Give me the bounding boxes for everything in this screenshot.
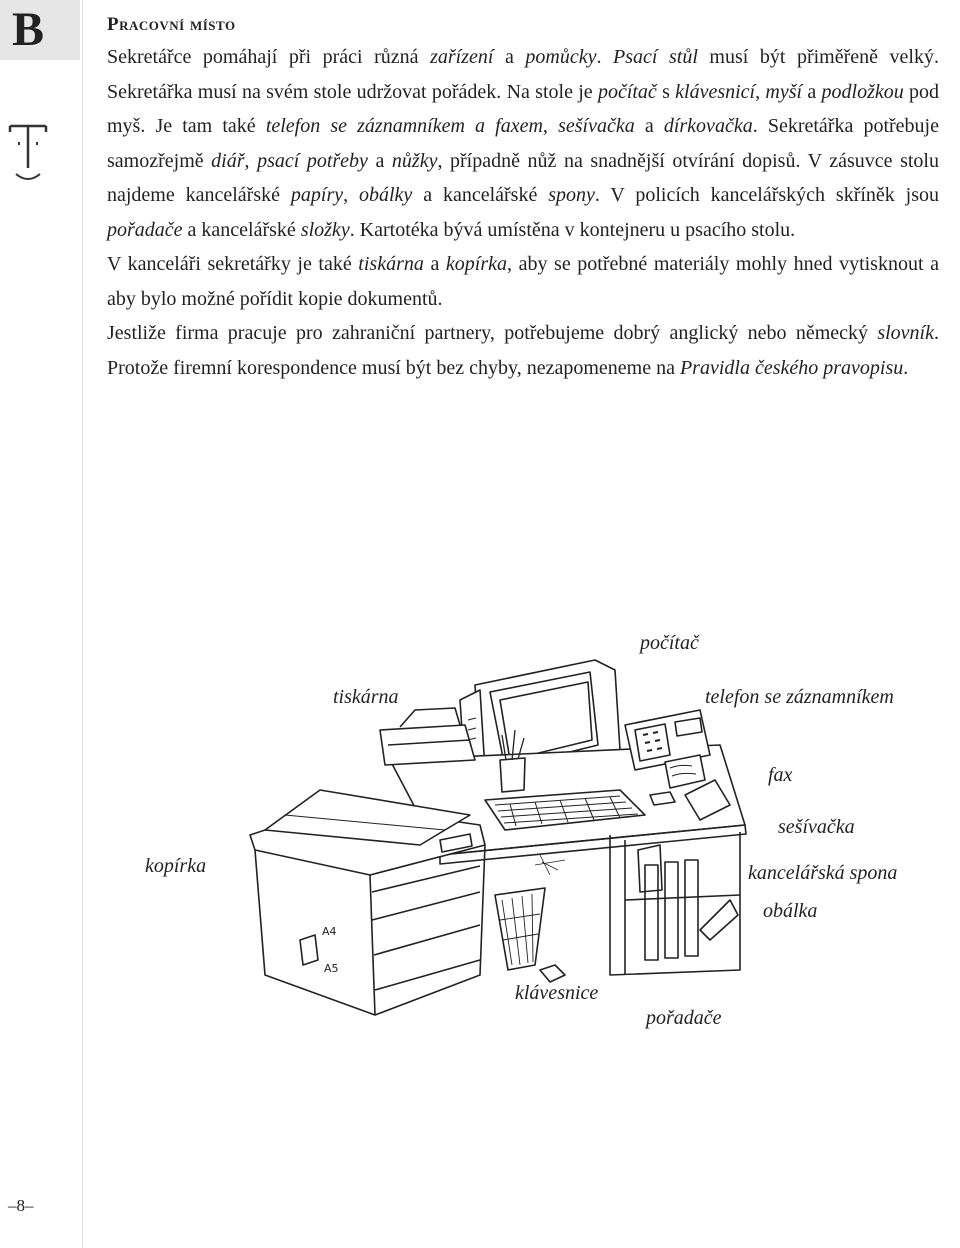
- text-run: .: [903, 356, 909, 379]
- emphasized-term: papíry: [290, 184, 344, 206]
- text-run: Jestliže firma pracuje pro zahraniční pa…: [107, 322, 878, 344]
- text-run: , případně nůž na snadnější otvírání dop…: [107, 149, 939, 207]
- emphasized-term: pořadače: [107, 218, 183, 241]
- text-run: . V policích kancelářských skříněk jsou: [594, 184, 940, 206]
- paragraph-1: Sekretářce pomáhají při práci různá zaří…: [107, 40, 939, 247]
- text-run: a kancelářské: [412, 184, 549, 206]
- text-run: ,: [244, 149, 258, 172]
- emphasized-term: tiskárna: [358, 253, 424, 275]
- text-section-icon: [8, 124, 48, 180]
- emphasized-term: podložkou: [821, 80, 904, 103]
- emphasized-term: počítač: [597, 80, 657, 103]
- label-kopirka: kopírka: [145, 855, 207, 877]
- text-run: ,: [542, 115, 559, 137]
- label-poradace: pořadače: [646, 1007, 722, 1029]
- text-run: . Kartotéka bývá umístěna v kontejneru u…: [349, 218, 796, 241]
- wastebasket-drawing: [494, 887, 566, 983]
- emphasized-term: spony: [548, 184, 595, 206]
- text-run: musí být přiměřeně velký. Sekretářka mus…: [107, 46, 939, 103]
- text-run: a kancelářské: [182, 218, 301, 241]
- text-run: ,: [755, 80, 766, 103]
- emphasized-term: pomůcky: [525, 46, 597, 68]
- emphasized-term: psací potřeby: [257, 149, 368, 172]
- text-run: a: [634, 115, 664, 137]
- emphasized-term: kopírka: [445, 253, 507, 275]
- label-tiskarna: tiskárna: [333, 686, 399, 708]
- keyboard-drawing: [484, 789, 646, 831]
- section-heading: Pracovní místo: [107, 14, 236, 35]
- emphasized-term: diář: [211, 149, 245, 172]
- copier-tray-a4: A4: [322, 925, 337, 938]
- emphasized-term: nůžky: [391, 149, 438, 172]
- paragraph-3: Jestliže firma pracuje pro zahraniční pa…: [107, 316, 939, 385]
- emphasized-term: klávesnicí: [675, 80, 756, 103]
- text-run: pod myš. Je tam také: [107, 80, 940, 138]
- text-run: . Protože firemní korespondence musí být…: [107, 322, 939, 379]
- text-run: s: [656, 80, 676, 103]
- pen-cup-drawing: [499, 757, 526, 793]
- label-spona: kancelářská spona: [748, 862, 898, 884]
- emphasized-term: zařízení: [430, 46, 494, 68]
- text-run: V kanceláři sekretářky je také: [107, 253, 359, 275]
- emphasized-term: slovník: [877, 322, 934, 344]
- main-text: Pracovní místo Sekretářce pomáhají při p…: [107, 14, 939, 385]
- text-run: .: [596, 46, 614, 68]
- label-sesivacka: sešívačka: [778, 816, 855, 838]
- fax-paper-drawing: [684, 779, 731, 821]
- mouse-drawing: [649, 791, 676, 806]
- emphasized-term: Pravidla českého pravopisu: [679, 356, 904, 379]
- label-pocitac: počítač: [640, 632, 699, 654]
- text-run: , aby se potřebné materiály mohly hned v…: [107, 253, 939, 310]
- emphasized-term: dírkovačka: [663, 115, 753, 137]
- label-telefon: telefon se záznamníkem: [705, 686, 894, 708]
- emphasized-term: obálky: [359, 184, 413, 206]
- paragraph-2: V kanceláři sekretářky je také tiskárna …: [107, 247, 939, 316]
- page-margin: B –8–: [0, 0, 83, 1248]
- section-letter: B: [0, 0, 80, 60]
- label-fax: fax: [768, 764, 793, 786]
- emphasized-term: myší: [765, 80, 803, 103]
- text-run: Sekretářce pomáhají při práci různá: [107, 46, 431, 68]
- label-klavesnice: klávesnice: [515, 982, 599, 1004]
- printer-drawing: [379, 707, 476, 766]
- text-run: a: [367, 149, 392, 172]
- office-illustration: A4 A5: [249, 659, 747, 1016]
- copier-tray-a5: A5: [324, 962, 339, 975]
- emphasized-term: telefon se záznamníkem a faxem: [265, 115, 543, 137]
- label-obalka: obálka: [763, 900, 818, 922]
- emphasized-term: Psací stůl: [613, 46, 698, 68]
- text-run: a: [493, 46, 526, 68]
- text-run: a: [802, 80, 822, 103]
- phone-drawing: [624, 709, 711, 771]
- note-drawing: [664, 754, 706, 789]
- text-run: ,: [343, 184, 359, 206]
- emphasized-term: sešívačka: [558, 115, 635, 137]
- spider-web-drawing: [534, 854, 566, 876]
- page-number: –8–: [8, 1196, 34, 1215]
- text-run: . Sekretářka potřebuje samozřejmě: [107, 115, 939, 172]
- emphasized-term: složky: [300, 218, 350, 241]
- text-run: a: [423, 253, 446, 275]
- copier-drawing: [249, 789, 486, 1016]
